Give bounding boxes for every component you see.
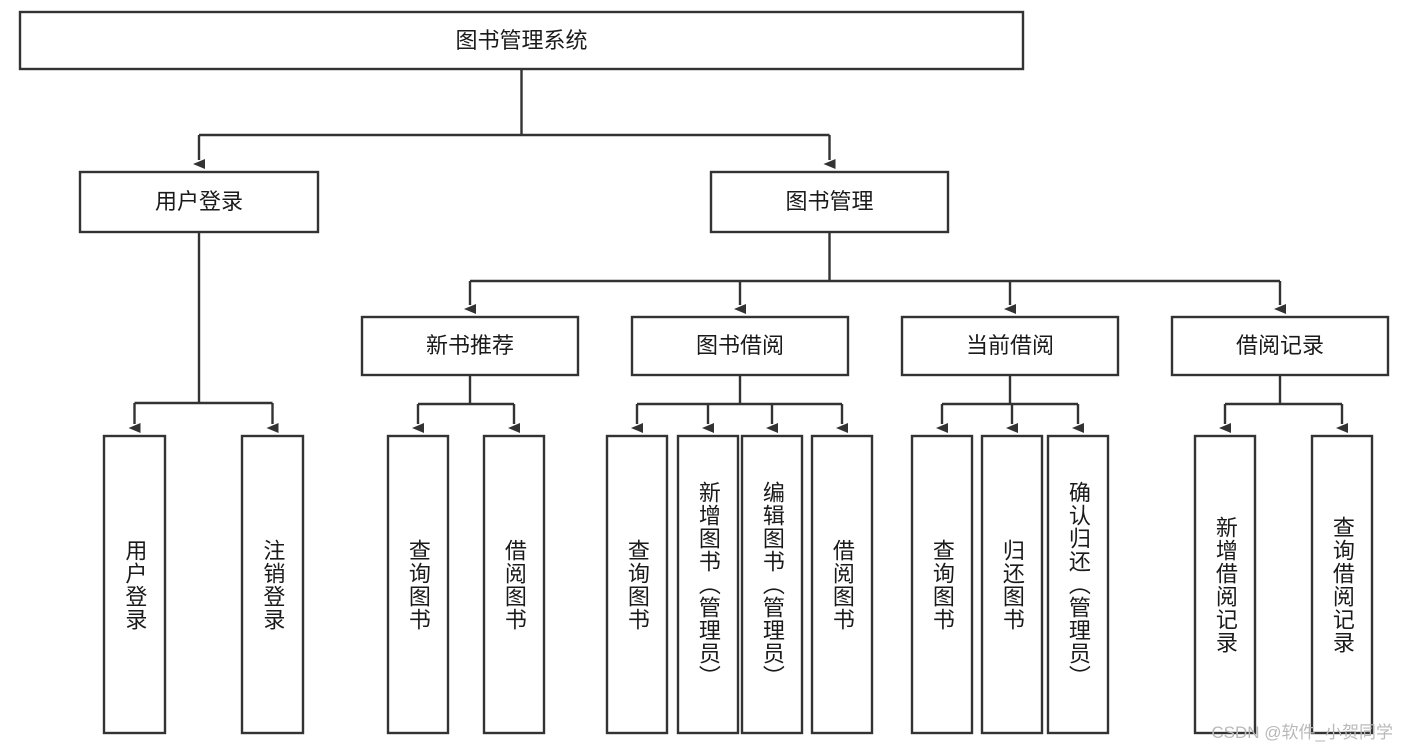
connector-group-book-borrow [631, 375, 848, 433]
connector-group-book-manage [464, 232, 1286, 314]
leaf-edit-book-admin-box[interactable] [740, 434, 804, 735]
node-root-box[interactable] [18, 10, 1025, 71]
leaf-borrow-book-rec-box[interactable] [482, 434, 546, 735]
node-new-book-recommend[interactable]: 新书推荐 [360, 315, 580, 377]
node-borrow-record-label: 借阅记录 [1236, 333, 1324, 358]
watermark-text: CSDN @软件_小贺同学 [1211, 723, 1393, 742]
node-current-borrow-box[interactable] [900, 315, 1120, 377]
connector-group-borrow-record [1219, 375, 1348, 433]
node-user-login-box[interactable] [78, 170, 320, 234]
node-root-label: 图书管理系统 [455, 28, 587, 53]
node-book-borrow-label: 图书借阅 [696, 333, 784, 358]
connector-group-new-book-recommend [412, 375, 520, 433]
leaf-add-borrow-record-box[interactable] [1193, 434, 1257, 735]
connector-group-user-login [128, 232, 279, 433]
leaf-query-book-rec-box[interactable] [386, 434, 450, 735]
node-current-borrow-label: 当前借阅 [966, 333, 1054, 358]
leaf-add-book-admin-box[interactable] [676, 434, 740, 735]
leaf-borrow-book-box[interactable] [810, 434, 874, 735]
node-book-borrow-box[interactable] [630, 315, 850, 377]
node-book-manage[interactable]: 图书管理 [709, 170, 950, 234]
leaf-return-book-box[interactable] [980, 434, 1044, 735]
leaf-query-borrow-record-box[interactable] [1310, 434, 1374, 735]
node-borrow-record-box[interactable] [1170, 315, 1390, 377]
node-book-manage-box[interactable] [709, 170, 950, 234]
node-new-book-recommend-box[interactable] [360, 315, 580, 377]
node-book-borrow[interactable]: 图书借阅 [630, 315, 850, 377]
connector-group-current-borrow [936, 375, 1084, 433]
node-borrow-record[interactable]: 借阅记录 [1170, 315, 1390, 377]
leaf-user-login-box[interactable] [102, 434, 167, 735]
node-user-login[interactable]: 用户登录 [78, 170, 320, 234]
leaf-logout-box[interactable] [240, 434, 305, 735]
leaf-confirm-return-admin-box[interactable] [1046, 434, 1110, 735]
leaf-query-book-current-box[interactable] [910, 434, 974, 735]
node-root[interactable]: 图书管理系统 [18, 10, 1025, 71]
node-book-manage-label: 图书管理 [785, 189, 873, 214]
connector-group-root [193, 69, 836, 169]
node-current-borrow[interactable]: 当前借阅 [900, 315, 1120, 377]
leaf-query-book-borrow-box[interactable] [605, 434, 669, 735]
node-new-book-recommend-label: 新书推荐 [426, 333, 514, 358]
node-user-login-label: 用户登录 [155, 189, 243, 214]
